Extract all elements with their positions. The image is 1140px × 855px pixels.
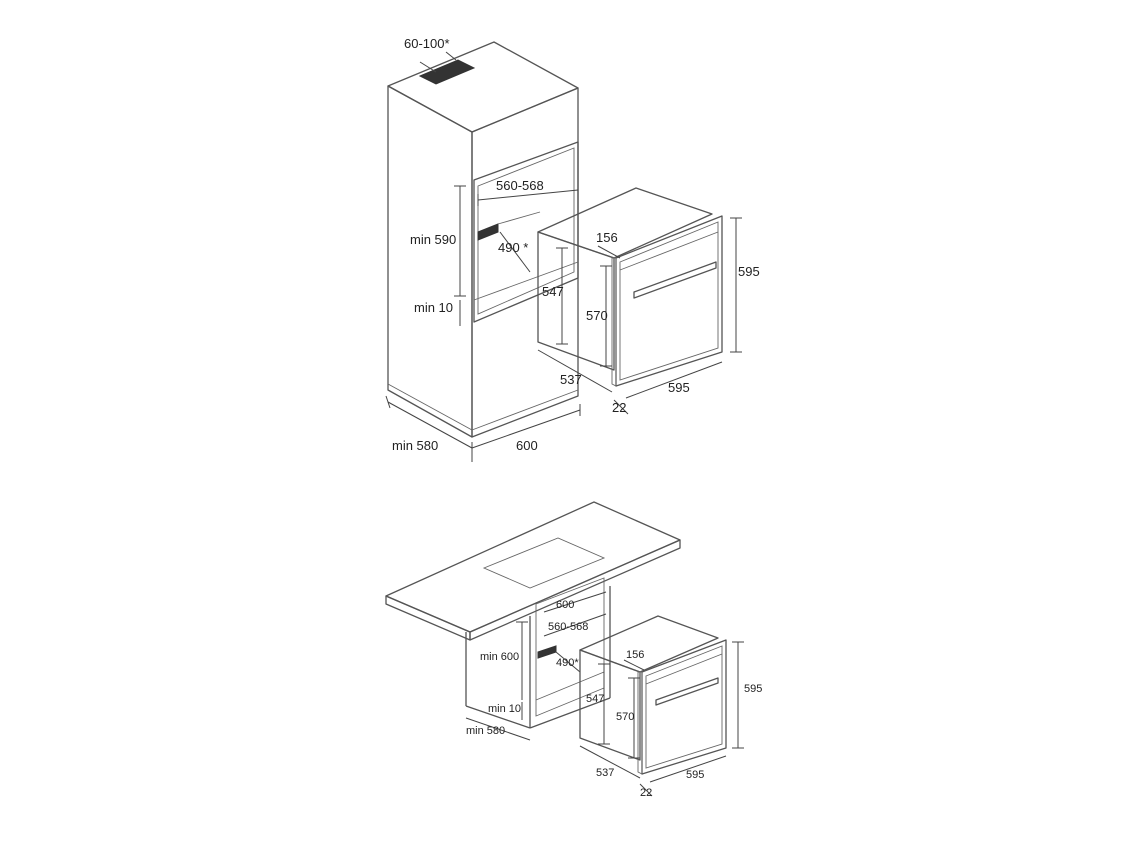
label-cabinet-width: 600	[516, 438, 538, 453]
label-total-height: 595	[738, 264, 760, 279]
label-niche-height: min 590	[410, 232, 456, 247]
label-rear-cutout: 490 *	[498, 240, 528, 255]
label-front-height: 570	[586, 308, 608, 323]
tall-cabinet	[387, 41, 579, 438]
label-under-depth: min 580	[466, 725, 505, 737]
label-under-rear-cutout: 490*	[556, 657, 579, 669]
label-under-width: 600	[556, 599, 574, 611]
label-under-door-thickness: 22	[640, 787, 652, 799]
label-oven-width: 595	[668, 380, 690, 395]
label-under-oven-width: 595	[686, 769, 704, 781]
label-door-thickness: 22	[612, 400, 626, 415]
countertop	[385, 501, 681, 641]
label-body-height: 547	[542, 284, 564, 299]
label-niche-width: 560-568	[496, 178, 544, 193]
under-rear-cutout	[537, 645, 557, 659]
label-under-niche-height: min 600	[480, 651, 519, 663]
tall-oven	[537, 187, 723, 387]
label-door-offset: 156	[596, 230, 618, 245]
vent-cutout	[418, 59, 476, 85]
under-oven	[579, 615, 727, 775]
label-vent: 60-100*	[404, 36, 450, 51]
label-oven-depth: 537	[560, 372, 582, 387]
label-gap: min 10	[414, 300, 453, 315]
label-under-oven-depth: 537	[596, 767, 614, 779]
label-under-body-height: 547	[586, 693, 604, 705]
label-under-gap: min 10	[488, 703, 521, 715]
label-under-front-height: 570	[616, 711, 634, 723]
rear-cutout	[477, 223, 499, 241]
hob	[482, 537, 606, 589]
label-under-total-height: 595	[744, 683, 762, 695]
label-cabinet-depth: min 580	[392, 438, 438, 453]
label-under-door-offset: 156	[626, 649, 644, 661]
label-under-niche-width: 560-568	[548, 621, 588, 633]
